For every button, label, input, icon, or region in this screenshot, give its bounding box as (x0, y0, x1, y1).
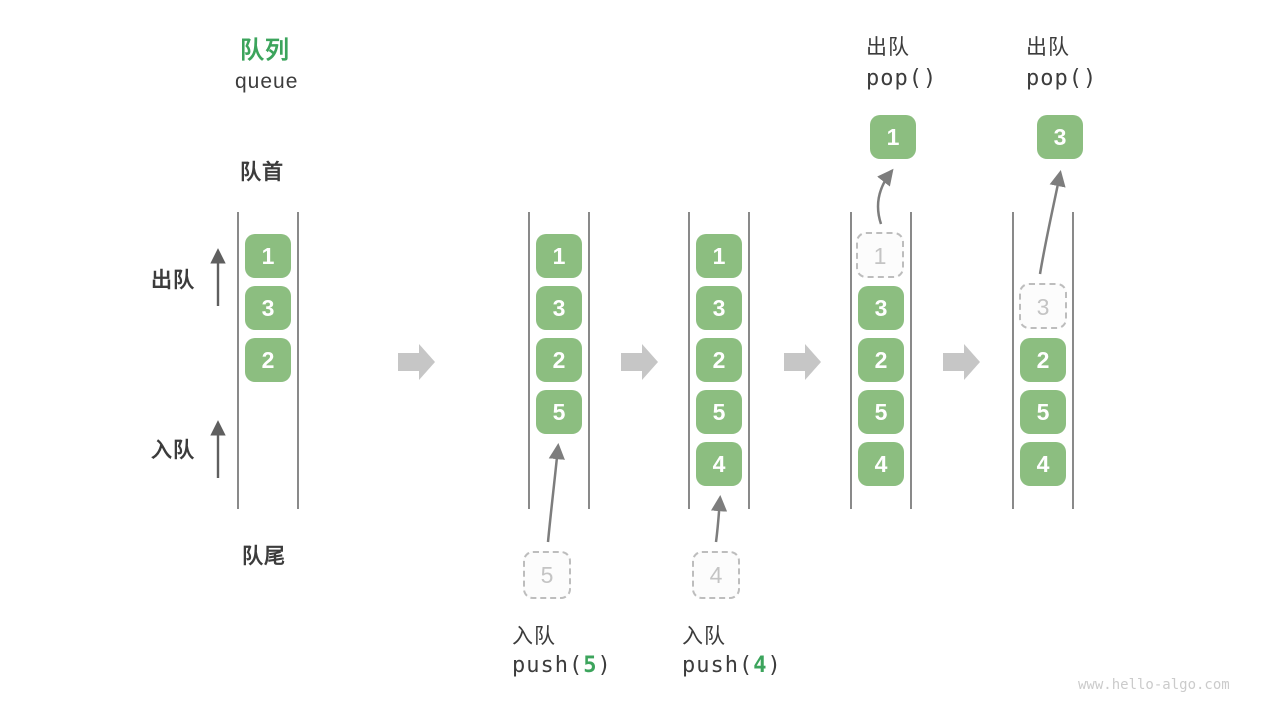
queue-cell: 2 (696, 338, 742, 382)
push4-arrow-icon (710, 494, 728, 543)
enqueue-op-label: 入队 (512, 625, 556, 648)
enqueue-side-label: 入队 (151, 439, 195, 462)
queue-rear-label: 队尾 (242, 545, 286, 568)
op-code-fn: push( (682, 653, 754, 678)
enqueue-op-code: push(4) (682, 653, 782, 678)
op-code-fn: push( (512, 653, 584, 678)
pop3-arrow-icon (1038, 170, 1066, 275)
diagram-title-en: queue (235, 70, 299, 93)
queue-cell: 2 (1020, 338, 1066, 382)
op-code-close: ) (597, 653, 612, 678)
queue-cell: 3 (245, 286, 291, 330)
popped-cell: 3 (1037, 115, 1083, 159)
enqueue-op-label: 入队 (682, 625, 726, 648)
enqueue-op-code: push(5) (512, 653, 612, 678)
dequeue-op-code: pop() (866, 66, 938, 91)
queue-cell: 3 (858, 286, 904, 330)
queue-cell: 1 (245, 234, 291, 278)
queue-cell: 3 (536, 286, 582, 330)
queue-cell: 3 (696, 286, 742, 330)
op-code-close: ) (767, 653, 782, 678)
queue-cell: 4 (696, 442, 742, 486)
op-code-arg: 5 (583, 653, 598, 678)
queue-cell: 4 (858, 442, 904, 486)
push5-arrow-icon (546, 442, 565, 543)
queue-cell: 2 (858, 338, 904, 382)
dequeue-op-label: 出队 (1026, 36, 1070, 59)
queue-cell: 2 (245, 338, 291, 382)
queue-cell: 1 (536, 234, 582, 278)
queue-cell: 4 (1020, 442, 1066, 486)
op-code-arg: 4 (753, 653, 768, 678)
removed-slot-cell: 1 (856, 232, 904, 278)
diagram-title-zh: 队列 (240, 37, 290, 64)
queue-container-walls (237, 212, 1074, 509)
block-arrow-icon (784, 344, 821, 380)
block-arrow-icon (398, 344, 435, 380)
pending-enqueue-cell: 4 (692, 551, 740, 599)
dequeue-side-label: 出队 (151, 269, 195, 292)
dequeue-op-label: 出队 (866, 36, 910, 59)
dequeue-op-code: pop() (1026, 66, 1098, 91)
operation-arrows (546, 168, 1066, 543)
popped-cell: 1 (870, 115, 916, 159)
queue-cell: 1 (696, 234, 742, 278)
queue-front-label: 队首 (240, 161, 284, 184)
block-arrow-icon (621, 344, 658, 380)
removed-slot-cell: 3 (1019, 283, 1067, 329)
queue-cell: 5 (1020, 390, 1066, 434)
site-watermark: www.hello-algo.com (1078, 677, 1230, 693)
queue-cell: 5 (858, 390, 904, 434)
queue-cell: 5 (536, 390, 582, 434)
block-arrow-icon (943, 344, 980, 380)
pending-enqueue-cell: 5 (523, 551, 571, 599)
queue-cell: 5 (696, 390, 742, 434)
pop1-arrow-icon (876, 168, 894, 225)
queue-cell: 2 (536, 338, 582, 382)
